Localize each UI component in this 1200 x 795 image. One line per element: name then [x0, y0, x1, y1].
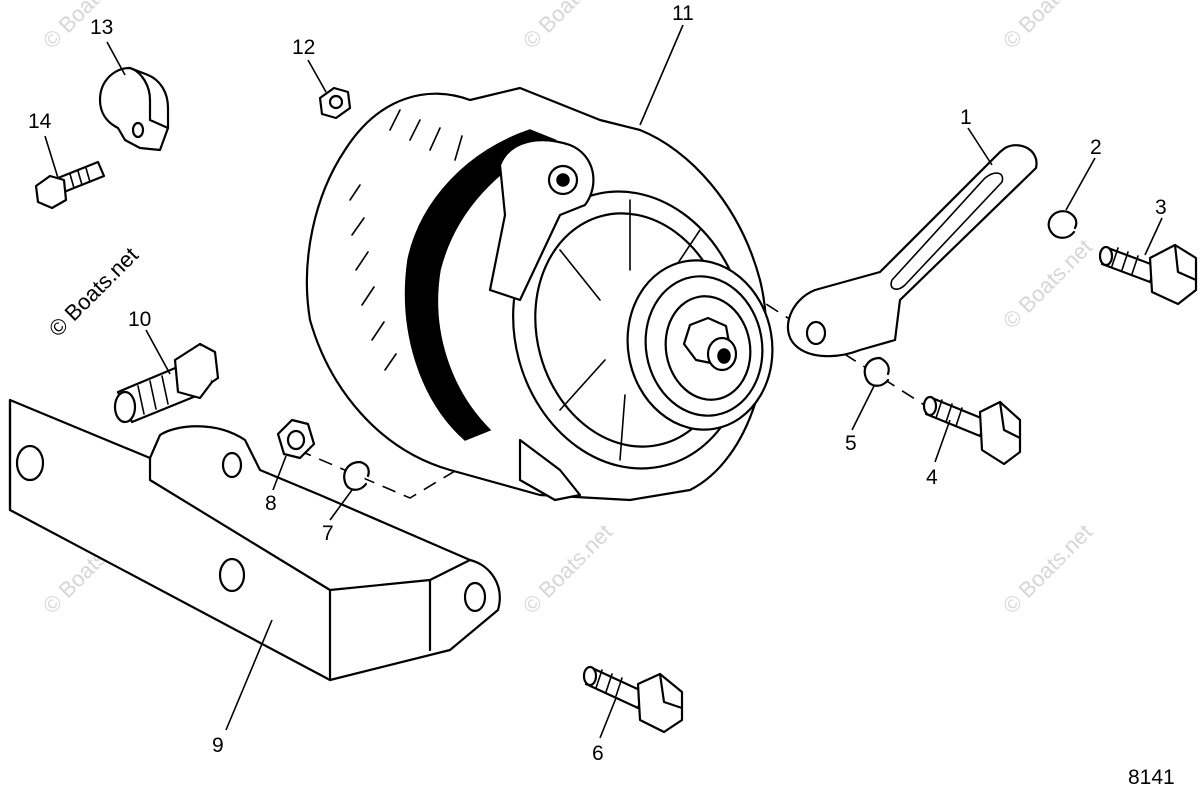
nut-12: [318, 86, 352, 120]
callout-2: 2: [1090, 136, 1102, 159]
bolt-4: [922, 395, 1022, 466]
watermark: © Boats.net: [518, 0, 617, 54]
bolt-3: [1098, 243, 1198, 306]
watermark: © Boats.net: [38, 0, 137, 54]
callout-3: 3: [1155, 196, 1167, 219]
bolt-10: [113, 342, 220, 424]
callout-12: 12: [292, 36, 315, 59]
callout-9: 9: [212, 734, 224, 757]
callout-11: 11: [672, 2, 694, 25]
leader-lines: [44, 24, 1163, 739]
leader-9: [225, 619, 273, 731]
leader-12: [307, 59, 327, 93]
watermark: © Boats.net: [998, 0, 1097, 54]
leader-1: [967, 127, 993, 166]
callout-5: 5: [845, 432, 857, 455]
leader-14: [44, 135, 59, 179]
clamp-13: [98, 66, 170, 152]
lock-washer-2: [1047, 210, 1078, 239]
leader-2: [1065, 157, 1096, 211]
callouts: 13 14 12 11 1 2 3 10 5 4 8 7 9 6: [28, 2, 1167, 765]
callout-13: 13: [90, 16, 113, 39]
figure-number: 8141: [1128, 766, 1175, 789]
callout-8: 8: [265, 492, 277, 515]
callout-4: 4: [926, 466, 938, 489]
leader-10: [145, 329, 171, 375]
leader-11: [639, 24, 684, 126]
mounting-bracket-9: [8, 398, 501, 682]
callout-7: 7: [322, 522, 334, 545]
callout-14: 14: [28, 110, 52, 133]
leader-7: [329, 489, 353, 521]
lock-washer-5: [863, 356, 890, 387]
nut-8: [276, 418, 316, 460]
watermark: © Boats.net: [998, 519, 1097, 618]
callout-10: 10: [128, 308, 151, 331]
leader-6: [599, 697, 617, 739]
leader-5: [851, 385, 875, 431]
leader-3: [1144, 217, 1163, 256]
adjusting-bracket-1: [786, 144, 1038, 358]
callout-1: 1: [960, 106, 972, 129]
callout-6: 6: [592, 742, 604, 765]
bolt-6: [582, 665, 684, 734]
watermark: © Boats.net: [518, 519, 617, 618]
lock-washer-7: [343, 460, 370, 491]
leader-8: [272, 455, 287, 491]
screw-14: [34, 160, 106, 210]
watermark: © Boats.net: [998, 234, 1097, 333]
leader-4: [934, 419, 951, 463]
leader-13: [106, 41, 126, 76]
alternator-11: [305, 86, 774, 502]
